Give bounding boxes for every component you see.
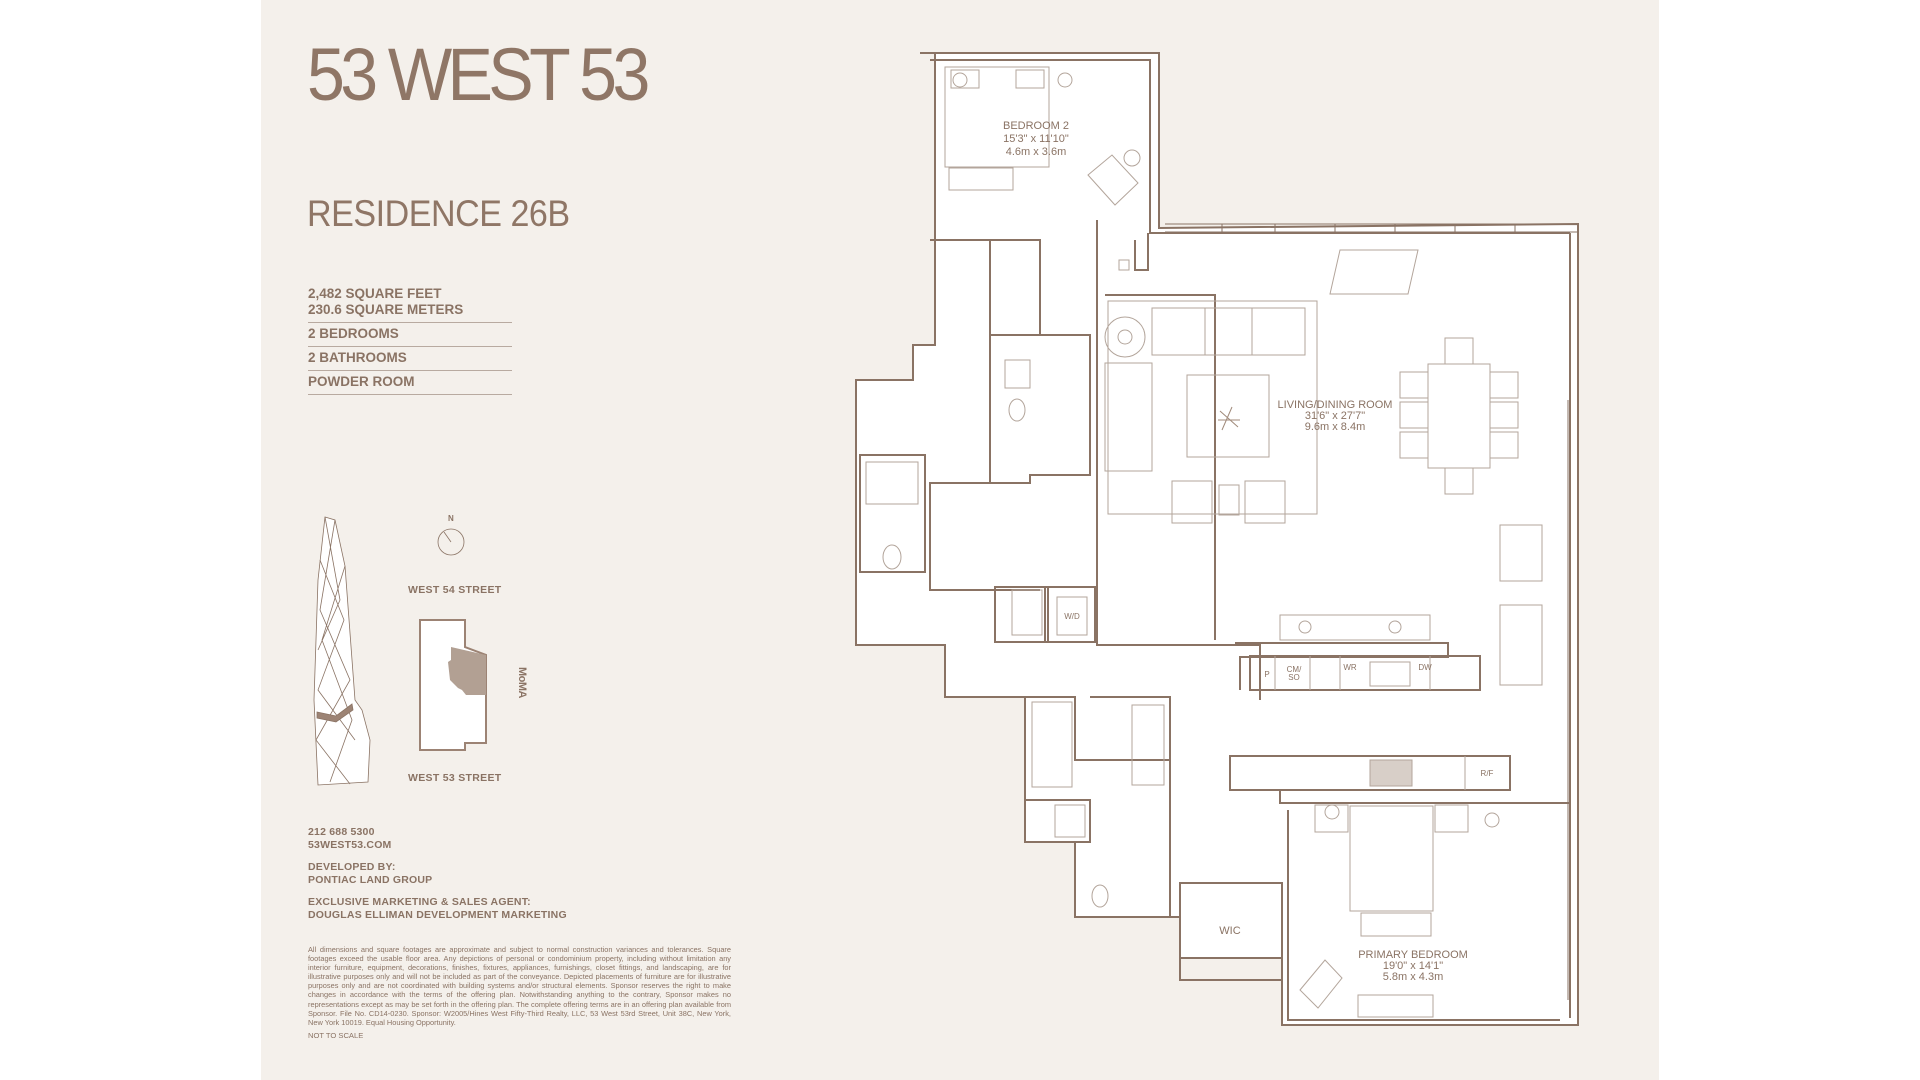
side-table-icon: [1104, 316, 1146, 358]
kitchen-pantry-label: P: [1264, 670, 1269, 679]
armchair-icon: [1087, 154, 1139, 206]
street-south-label: WEST 53 STREET: [408, 772, 502, 784]
spec-bedrooms: 2 BEDROOMS: [308, 323, 512, 347]
wd-label: W/D: [1064, 612, 1080, 621]
sofa-icon: [1104, 362, 1153, 472]
artwork-icon: [1329, 249, 1419, 295]
street-north-label: WEST 54 STREET: [408, 584, 502, 596]
island-icon: [1279, 614, 1431, 641]
bedroom2-imperial: 15'3" x 11'10": [1003, 133, 1069, 145]
vanity-icon: [865, 461, 919, 505]
primary-metric: 5.8m x 4.3m: [1383, 971, 1444, 983]
agent-name: DOUGLAS ELLIMAN DEVELOPMENT MARKETING: [308, 909, 567, 921]
wic-label: WIC: [1219, 925, 1240, 937]
armchair-icon: [1171, 480, 1213, 524]
sink-icon: [1369, 661, 1411, 687]
kitchen-rf-label: R/F: [1481, 769, 1494, 778]
compass-icon: [437, 528, 465, 556]
not-to-scale-note: NOT TO SCALE: [308, 1031, 364, 1040]
developer-label: DEVELOPED BY:: [308, 861, 396, 873]
brand-title: 53 WEST 53: [307, 33, 650, 116]
bathtub-icon: [1031, 701, 1073, 788]
kitchen-so-label: SO: [1288, 673, 1300, 682]
bedroom2-name: BEDROOM 2: [1003, 120, 1069, 132]
lamp-icon: [1057, 72, 1073, 88]
residence-title: RESIDENCE 26B: [307, 193, 570, 234]
kitchen-dw-label: DW: [1418, 663, 1432, 672]
vanity-icon: [1004, 359, 1031, 389]
living-imperial: 31'6" x 27'7": [1305, 410, 1365, 422]
bedroom2-metric: 4.6m x 3.6m: [1006, 146, 1067, 158]
website-link[interactable]: 53WEST53.COM: [308, 839, 392, 851]
washer-dryer-icon: [1056, 596, 1088, 636]
tower-elevation-icon: [313, 516, 371, 786]
living-metric: 9.6m x 8.4m: [1305, 421, 1366, 433]
armchair-icon: [1244, 480, 1286, 524]
specs-list: 2,482 SQUARE FEET 230.6 SQUARE METERS 2 …: [308, 286, 512, 395]
sofa-icon: [1151, 307, 1306, 356]
developer-name: PONTIAC LAND GROUP: [308, 874, 433, 886]
spec-powder-room: POWDER ROOM: [308, 371, 512, 395]
lamp-icon: [952, 72, 968, 88]
primary-imperial: 19'0" x 14'1": [1383, 960, 1443, 972]
shower-icon: [1054, 804, 1086, 838]
compass-north-label: N: [448, 514, 454, 523]
toilet-icon: [1091, 884, 1109, 908]
spec-bathrooms: 2 BATHROOMS: [308, 347, 512, 371]
coffee-table-icon: [1186, 374, 1270, 458]
legal-disclaimer: All dimensions and square footages are a…: [308, 945, 731, 1027]
living-name: LIVING/DINING ROOM: [1278, 399, 1393, 411]
spec-area: 2,482 SQUARE FEET 230.6 SQUARE METERS: [308, 286, 512, 323]
toilet-icon: [882, 544, 902, 570]
kitchen-wr-label: WR: [1343, 663, 1357, 672]
lamp-icon: [1324, 804, 1340, 820]
contact-block: 212 688 5300 53WEST53.COM DEVELOPED BY: …: [308, 826, 567, 922]
agent-label: EXCLUSIVE MARKETING & SALES AGENT:: [308, 896, 531, 908]
primary-name: PRIMARY BEDROOM: [1358, 949, 1468, 961]
kitchen-cm-label: CM/: [1287, 665, 1302, 674]
site-plan: [313, 516, 487, 786]
bed-icon: [944, 66, 1050, 168]
double-vanity-icon: [1131, 704, 1165, 786]
cooktop-icon: [1369, 759, 1413, 787]
armchair-icon: [1299, 959, 1343, 1009]
bed-icon: [1349, 805, 1434, 912]
spec-area-sqft: 2,482 SQUARE FEET: [308, 286, 442, 301]
lamp-icon: [1484, 812, 1500, 828]
exterior-wall: [855, 52, 1579, 1026]
phone-number[interactable]: 212 688 5300: [308, 826, 375, 838]
spec-area-sqm: 230.6 SQUARE METERS: [308, 302, 464, 317]
toilet-icon: [1008, 398, 1026, 422]
